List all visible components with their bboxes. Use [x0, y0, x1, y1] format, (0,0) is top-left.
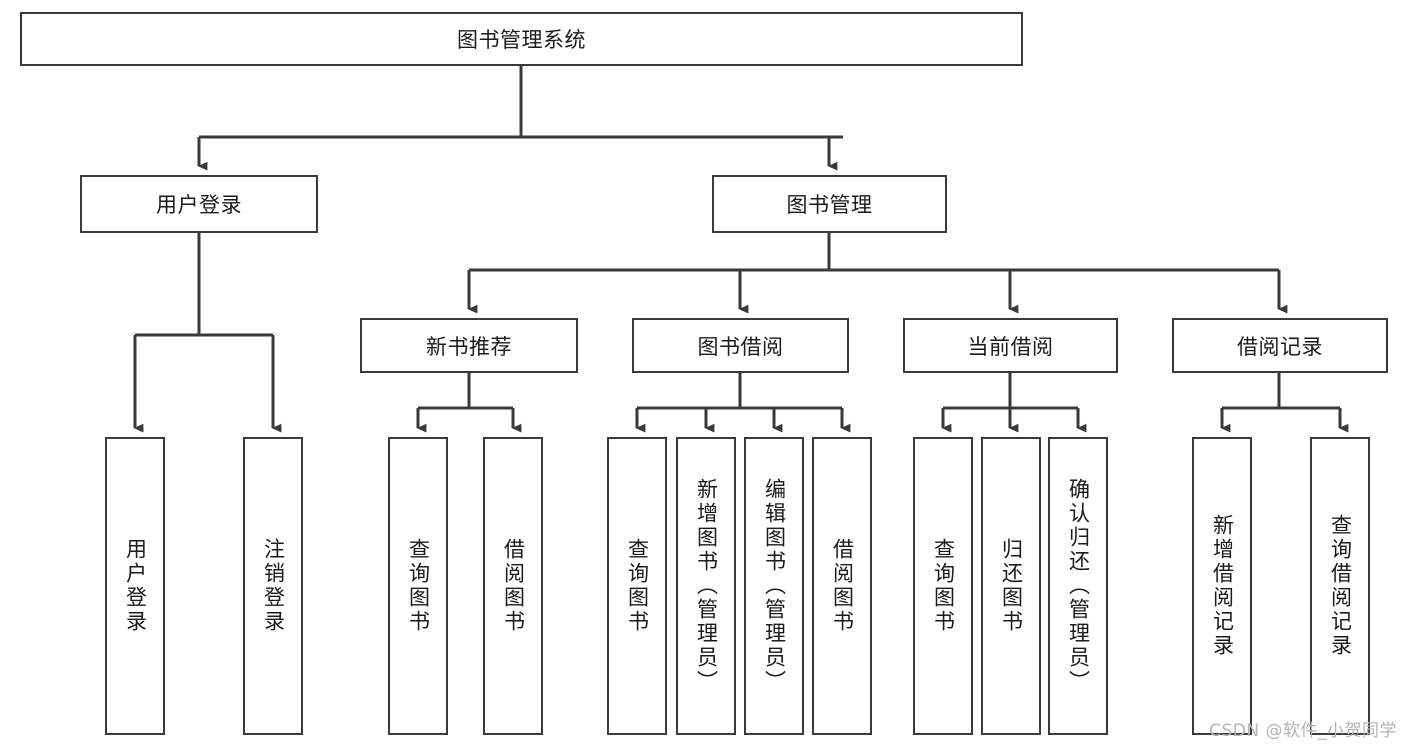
node-leaf-query-book-3[interactable]: 查询图书 [913, 437, 973, 735]
node-leaf-query-book-2-label: 查询图书 [625, 538, 650, 634]
node-leaf-return-book[interactable]: 归还图书 [981, 437, 1041, 735]
node-leaf-user-logout-label: 注销登录 [261, 538, 286, 634]
node-leaf-add-record[interactable]: 新增借阅记录 [1192, 437, 1252, 735]
node-leaf-query-book-1[interactable]: 查询图书 [388, 437, 448, 735]
node-leaf-borrow-book-2-label: 借阅图书 [830, 538, 855, 634]
node-leaf-confirm-return-label: 确认归还（管理员） [1066, 478, 1091, 694]
node-leaf-query-book-1-label: 查询图书 [406, 538, 431, 634]
node-leaf-edit-book[interactable]: 编辑图书（管理员） [744, 437, 804, 735]
node-book-borrow[interactable]: 图书借阅 [632, 318, 849, 373]
node-leaf-add-book[interactable]: 新增图书（管理员） [676, 437, 736, 735]
node-current-borrow-label: 当前借阅 [967, 334, 1054, 359]
node-leaf-user-logout[interactable]: 注销登录 [243, 437, 303, 735]
node-leaf-query-book-2[interactable]: 查询图书 [607, 437, 667, 735]
node-borrow-record[interactable]: 借阅记录 [1172, 318, 1388, 373]
node-leaf-user-login[interactable]: 用户登录 [105, 437, 165, 735]
node-borrow-record-label: 借阅记录 [1237, 334, 1323, 359]
node-root-label: 图书管理系统 [457, 28, 586, 52]
node-book-borrow-label: 图书借阅 [697, 334, 784, 359]
node-book-manage[interactable]: 图书管理 [712, 175, 947, 233]
node-leaf-edit-book-label: 编辑图书（管理员） [762, 478, 787, 694]
node-leaf-add-book-label: 新增图书（管理员） [694, 478, 719, 694]
node-book-manage-label: 图书管理 [786, 193, 873, 217]
node-leaf-borrow-book-2[interactable]: 借阅图书 [812, 437, 872, 735]
node-leaf-return-book-label: 归还图书 [999, 538, 1024, 634]
node-leaf-confirm-return[interactable]: 确认归还（管理员） [1048, 437, 1108, 735]
node-leaf-query-record[interactable]: 查询借阅记录 [1310, 437, 1370, 735]
node-leaf-borrow-book-1-label: 借阅图书 [501, 538, 526, 634]
node-leaf-user-login-label: 用户登录 [123, 538, 148, 634]
node-current-borrow[interactable]: 当前借阅 [903, 318, 1118, 373]
node-user-login-label: 用户登录 [156, 193, 242, 217]
node-leaf-query-record-label: 查询借阅记录 [1328, 514, 1353, 658]
node-leaf-add-record-label: 新增借阅记录 [1210, 514, 1235, 658]
node-user-login[interactable]: 用户登录 [80, 175, 318, 233]
node-leaf-borrow-book-1[interactable]: 借阅图书 [483, 437, 543, 735]
node-new-book-rec[interactable]: 新书推荐 [360, 318, 578, 373]
node-root[interactable]: 图书管理系统 [20, 12, 1023, 66]
csdn-watermark: CSDN @软件_小贺同学 [1209, 721, 1397, 741]
node-new-book-rec-label: 新书推荐 [426, 334, 512, 359]
node-leaf-query-book-3-label: 查询图书 [931, 538, 956, 634]
